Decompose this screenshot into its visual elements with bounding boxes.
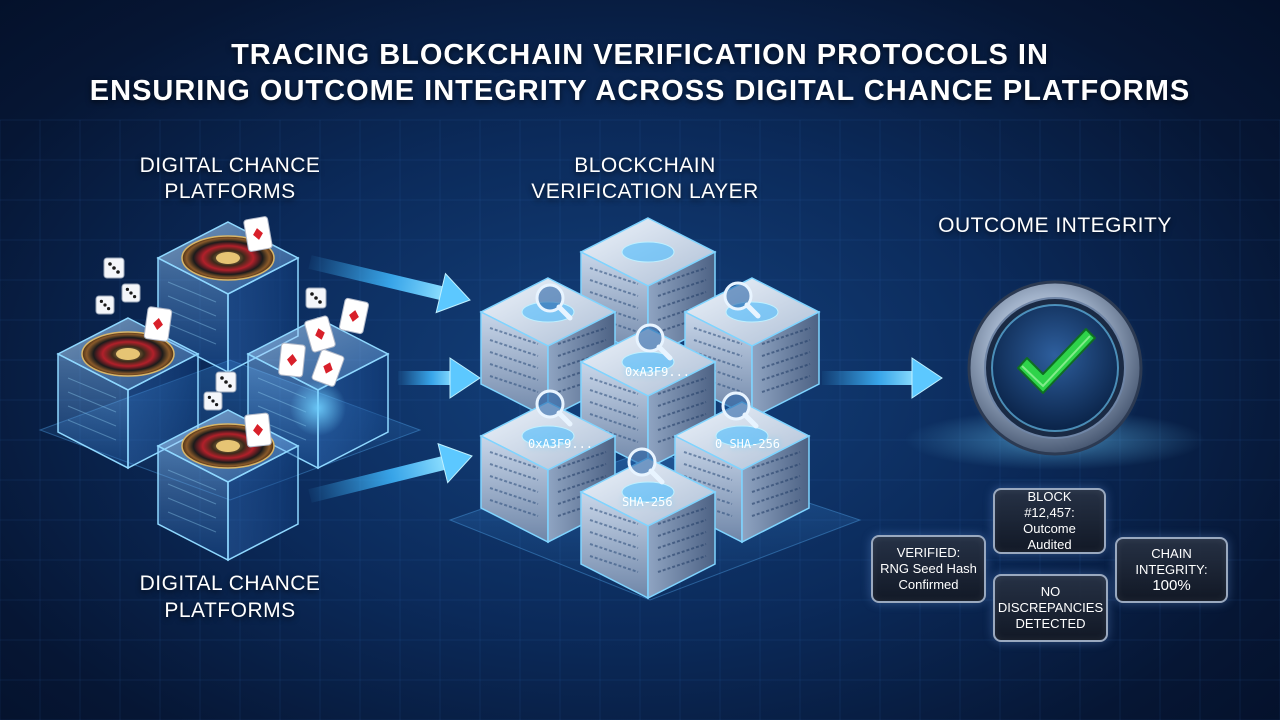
die-pip xyxy=(228,384,232,388)
die-pip xyxy=(314,296,318,300)
dice-icon xyxy=(306,288,326,308)
die-pip xyxy=(129,291,132,294)
playing-card-icon xyxy=(244,413,271,447)
dice-icon xyxy=(204,392,222,410)
arrow-top xyxy=(305,243,474,320)
die-pip xyxy=(310,292,314,296)
verified-panel-line-2: RNG Seed Hash xyxy=(880,561,977,577)
block-panel-line-1: BLOCK #12,457: xyxy=(1001,489,1098,521)
left-bottom-label-line-2: PLATFORMS xyxy=(100,597,360,624)
roulette-hub xyxy=(216,440,240,452)
verified-panel-line-3: Confirmed xyxy=(899,577,959,593)
die-pip xyxy=(215,403,218,406)
die-pip xyxy=(108,262,112,266)
chain-panel-line-1: CHAIN INTEGRITY: xyxy=(1123,546,1220,578)
arrow-middle-head xyxy=(450,358,480,398)
block-label-right: 0 SHA-256 xyxy=(715,437,780,451)
diagram-title-line-1: TRACING BLOCKCHAIN VERIFICATION PROTOCOL… xyxy=(40,38,1240,72)
chain-panel-line-2: 100% xyxy=(1152,578,1190,594)
middle-label-line-1: BLOCKCHAIN xyxy=(500,152,790,179)
die-pip xyxy=(126,288,129,291)
discrepancies-panel-line-2: DISCREPANCIES xyxy=(998,600,1103,616)
dice-icon xyxy=(104,258,124,278)
block-panel-line-2: Outcome Audited xyxy=(1001,521,1098,553)
discrepancies-panel-line-1: NO xyxy=(1041,584,1061,600)
die-pip xyxy=(133,295,136,298)
middle-label-line-2: VERIFICATION LAYER xyxy=(500,178,790,205)
playing-card-icon xyxy=(339,298,369,334)
die-pip xyxy=(211,399,214,402)
die-pip xyxy=(100,300,103,303)
roulette-hub xyxy=(216,252,240,264)
die-pip xyxy=(112,266,116,270)
playing-card-icon xyxy=(144,306,172,341)
left-top-label-line-1: DIGITAL CHANCE xyxy=(100,152,360,179)
playing-card-icon xyxy=(243,216,272,252)
arrow-top-shaft xyxy=(308,255,446,301)
arrow-middle-shape xyxy=(398,358,480,398)
dice-icon xyxy=(96,296,114,314)
arrow-right-shaft xyxy=(822,371,916,385)
die-pip xyxy=(224,380,228,384)
block-label-left: 0xA3F9... xyxy=(528,437,593,451)
die-pip xyxy=(318,300,322,304)
block-glow-slot xyxy=(622,242,674,262)
die-pip xyxy=(107,307,110,310)
die-pip xyxy=(103,303,106,306)
block-label-bottom: SHA-256 xyxy=(622,495,673,509)
glow-spot xyxy=(290,380,346,436)
diagram-title-line-2: ENSURING OUTCOME INTEGRITY ACROSS DIGITA… xyxy=(40,74,1240,108)
block-label-center: 0xA3F9... xyxy=(625,365,690,379)
verified-panel-line-1: VERIFIED: xyxy=(897,545,961,561)
arrow-top-shape xyxy=(305,243,474,320)
dice-icon xyxy=(216,372,236,392)
chain-integrity-panel: CHAIN INTEGRITY: 100% xyxy=(1115,537,1228,603)
arrow-middle-shaft xyxy=(398,371,454,385)
arrow-right-head xyxy=(912,358,942,398)
arrow-middle xyxy=(398,358,480,398)
discrepancies-panel-line-3: DETECTED xyxy=(1015,616,1085,632)
arrow-bottom-head xyxy=(438,437,477,483)
die-pip xyxy=(220,376,224,380)
left-bottom-label-line-1: DIGITAL CHANCE xyxy=(100,570,360,597)
discrepancies-panel: NO DISCREPANCIES DETECTED xyxy=(993,574,1108,642)
left-top-label-line-2: PLATFORMS xyxy=(100,178,360,205)
roulette-hub xyxy=(116,348,140,360)
dice-icon xyxy=(122,284,140,302)
right-label: OUTCOME INTEGRITY xyxy=(910,212,1200,239)
die-pip xyxy=(208,396,211,399)
die-pip xyxy=(116,270,120,274)
block-panel: BLOCK #12,457: Outcome Audited xyxy=(993,488,1106,554)
verified-panel: VERIFIED: RNG Seed Hash Confirmed xyxy=(871,535,986,603)
playing-card-icon xyxy=(278,343,305,377)
